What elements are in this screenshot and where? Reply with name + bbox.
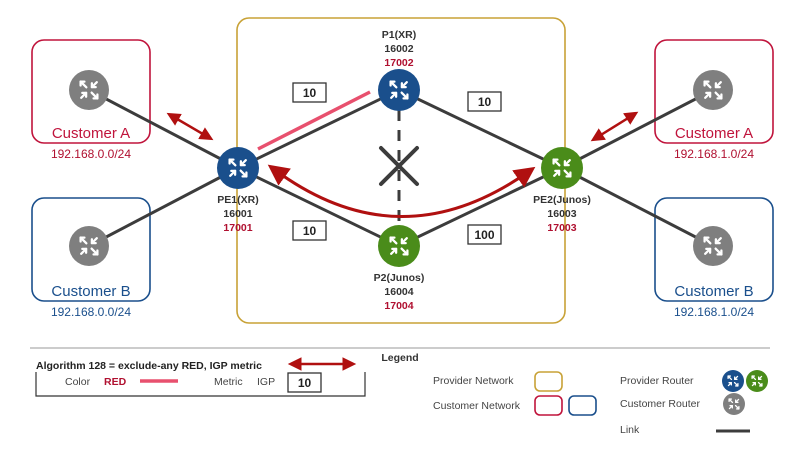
legend-color-label: Color	[65, 376, 91, 388]
customer-a-right-prefix: 192.168.1.0/24	[674, 147, 754, 161]
p1-sid1: 16002	[384, 43, 413, 55]
legend-link: Link	[620, 424, 640, 436]
p2-sid2: 17004	[384, 300, 413, 312]
customer-router-a-right	[693, 70, 733, 110]
customer-b-left-box	[31, 197, 151, 302]
link-pe1-p1	[237, 88, 400, 170]
pe2-name: PE2(Junos)	[533, 194, 591, 206]
pe1-name: PE1(XR)	[217, 194, 258, 206]
legend-algorithm: Algorithm 128 = exclude-any RED, IGP met…	[36, 360, 262, 372]
metric-p2-pe2-value: 100	[474, 228, 494, 242]
legend-provider-router: Provider Router	[620, 375, 694, 387]
router-pe2	[541, 147, 583, 189]
customer-a-left-arrow	[166, 112, 214, 141]
customer-b-right-label: Customer B	[674, 283, 753, 300]
router-p2	[378, 225, 420, 267]
legend-metric-value: 10	[298, 376, 312, 390]
router-pe1	[217, 147, 259, 189]
metric-p1-pe2: 10	[467, 91, 502, 112]
pe1-sid2: 17001	[223, 222, 252, 234]
customer-a-left-prefix: 192.168.0.0/24	[51, 147, 131, 161]
pe2-sid2: 17003	[547, 222, 576, 234]
link-p1-pe2	[398, 88, 563, 170]
customer-b-left-label: Customer B	[51, 283, 130, 300]
p2-sid1: 16004	[384, 286, 413, 298]
legend-customer-router: Customer Router	[620, 398, 700, 410]
metric-pe1-p2: 10	[292, 220, 327, 241]
legend-customer-network-blue-swatch	[568, 395, 597, 416]
link-pe2-cb-right	[561, 166, 714, 248]
legend-customer-network: Customer Network	[433, 400, 521, 412]
customer-a-right-label: Customer A	[675, 125, 753, 142]
flex-algo-path-arrow	[267, 164, 536, 218]
customer-a-right-box	[654, 39, 774, 144]
pe2-sid1: 16003	[547, 208, 576, 220]
legend-algorithm-bracket	[35, 372, 366, 397]
customer-router-a-left	[69, 70, 109, 110]
legend-metric-type: IGP	[257, 376, 275, 388]
link-ca-left-pe1	[88, 88, 239, 170]
customer-a-left-label: Customer A	[52, 125, 130, 142]
legend-metric-label: Metric	[214, 376, 243, 388]
customer-router-b-left	[69, 226, 109, 266]
legend-provider-router-xr	[722, 370, 744, 392]
p2-name: P2(Junos)	[374, 272, 425, 284]
customer-b-right-prefix: 192.168.1.0/24	[674, 305, 754, 319]
legend-title: Legend	[381, 352, 418, 364]
red-affinity-line	[257, 90, 371, 151]
legend-customer-router-icon	[723, 393, 745, 415]
customer-b-left-prefix: 192.168.0.0/24	[51, 305, 131, 319]
p1-name: P1(XR)	[382, 29, 416, 41]
customer-router-b-right	[693, 226, 733, 266]
metric-pe1-p1-value: 10	[303, 86, 317, 100]
metric-pe1-p2-value: 10	[303, 224, 317, 238]
legend-color-value: RED	[104, 376, 127, 388]
pe1-sid1: 16001	[223, 208, 252, 220]
router-p1	[378, 69, 420, 111]
customer-a-right-arrow	[590, 111, 639, 142]
legend-metric-box	[287, 372, 322, 393]
legend-provider-router-junos	[746, 370, 768, 392]
customer-b-right-box	[654, 197, 774, 302]
customer-a-left-box	[31, 39, 151, 144]
metric-p2-pe2: 100	[467, 224, 502, 245]
metric-p1-pe2-value: 10	[478, 95, 492, 109]
legend-provider-network: Provider Network	[433, 375, 514, 387]
metric-pe1-p1: 10	[292, 82, 327, 103]
link-cb-left-pe1	[88, 166, 239, 248]
p1-sid2: 17002	[384, 57, 413, 69]
legend-customer-network-red-swatch	[534, 395, 563, 416]
legend-provider-network-swatch	[534, 371, 563, 392]
link-pe1-p2	[237, 166, 400, 248]
